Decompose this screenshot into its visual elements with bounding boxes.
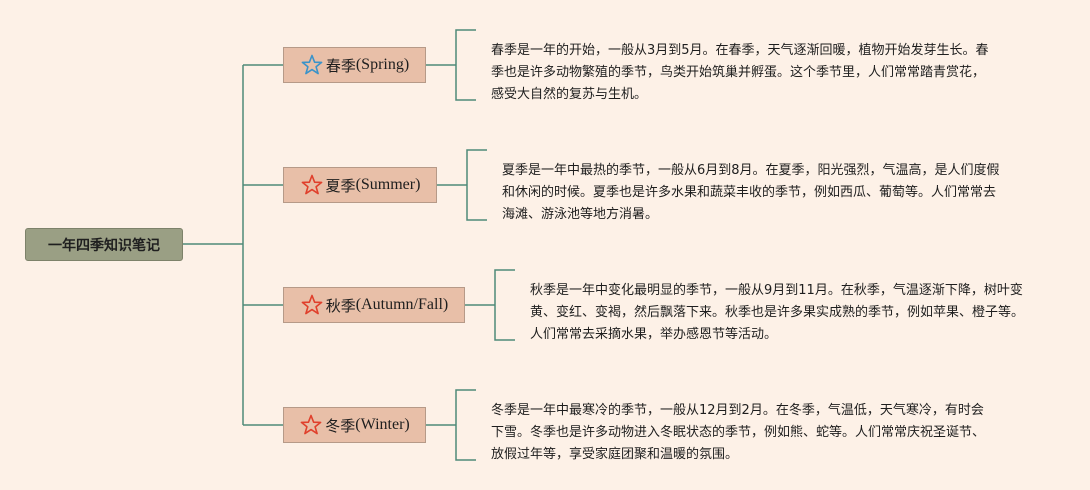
bracket-summer xyxy=(466,149,487,221)
star-outline-blue-icon xyxy=(300,53,324,77)
bracket-autumn xyxy=(494,269,515,341)
season-node-winter[interactable]: 冬季(Winter) xyxy=(283,407,426,443)
season-english-name: (Spring) xyxy=(355,56,410,73)
season-description-spring: 春季是一年的开始，一般从3月到5月。在春季，天气逐渐回暖，植物开始发芽生长。春季… xyxy=(491,43,989,102)
star-outline-red-icon xyxy=(300,293,324,317)
season-english-name: (Winter) xyxy=(355,416,410,433)
season-node-spring[interactable]: 春季(Spring) xyxy=(283,47,426,83)
star-outline-red-icon xyxy=(300,173,324,197)
season-name: 夏季 xyxy=(325,176,356,195)
season-name: 冬季 xyxy=(325,416,356,435)
season-description-winter: 冬季是一年中最寒冷的季节，一般从12月到2月。在冬季，气温低，天气寒冷，有时会下… xyxy=(491,403,986,462)
season-english-name: (Autumn/Fall) xyxy=(355,296,449,313)
season-name: 秋季 xyxy=(325,296,356,315)
season-description-autumn: 秋季是一年中变化最明显的季节，一般从9月到11月。在秋季，气温逐渐下降，树叶变黄… xyxy=(530,283,1025,342)
season-name: 春季 xyxy=(325,56,356,75)
root-node[interactable]: 一年四季知识笔记 xyxy=(25,228,183,261)
root-title: 一年四季知识笔记 xyxy=(48,237,160,254)
season-english-name: (Summer) xyxy=(355,176,421,193)
star-outline-red-icon xyxy=(299,413,323,437)
season-node-summer[interactable]: 夏季(Summer) xyxy=(283,167,437,203)
season-description-summer: 夏季是一年中最热的季节，一般从6月到8月。在夏季，阳光强烈，气温高，是人们度假和… xyxy=(502,163,1000,222)
bracket-winter xyxy=(455,389,476,461)
season-node-autumn[interactable]: 秋季(Autumn/Fall) xyxy=(283,287,465,323)
bracket-spring xyxy=(455,29,476,101)
